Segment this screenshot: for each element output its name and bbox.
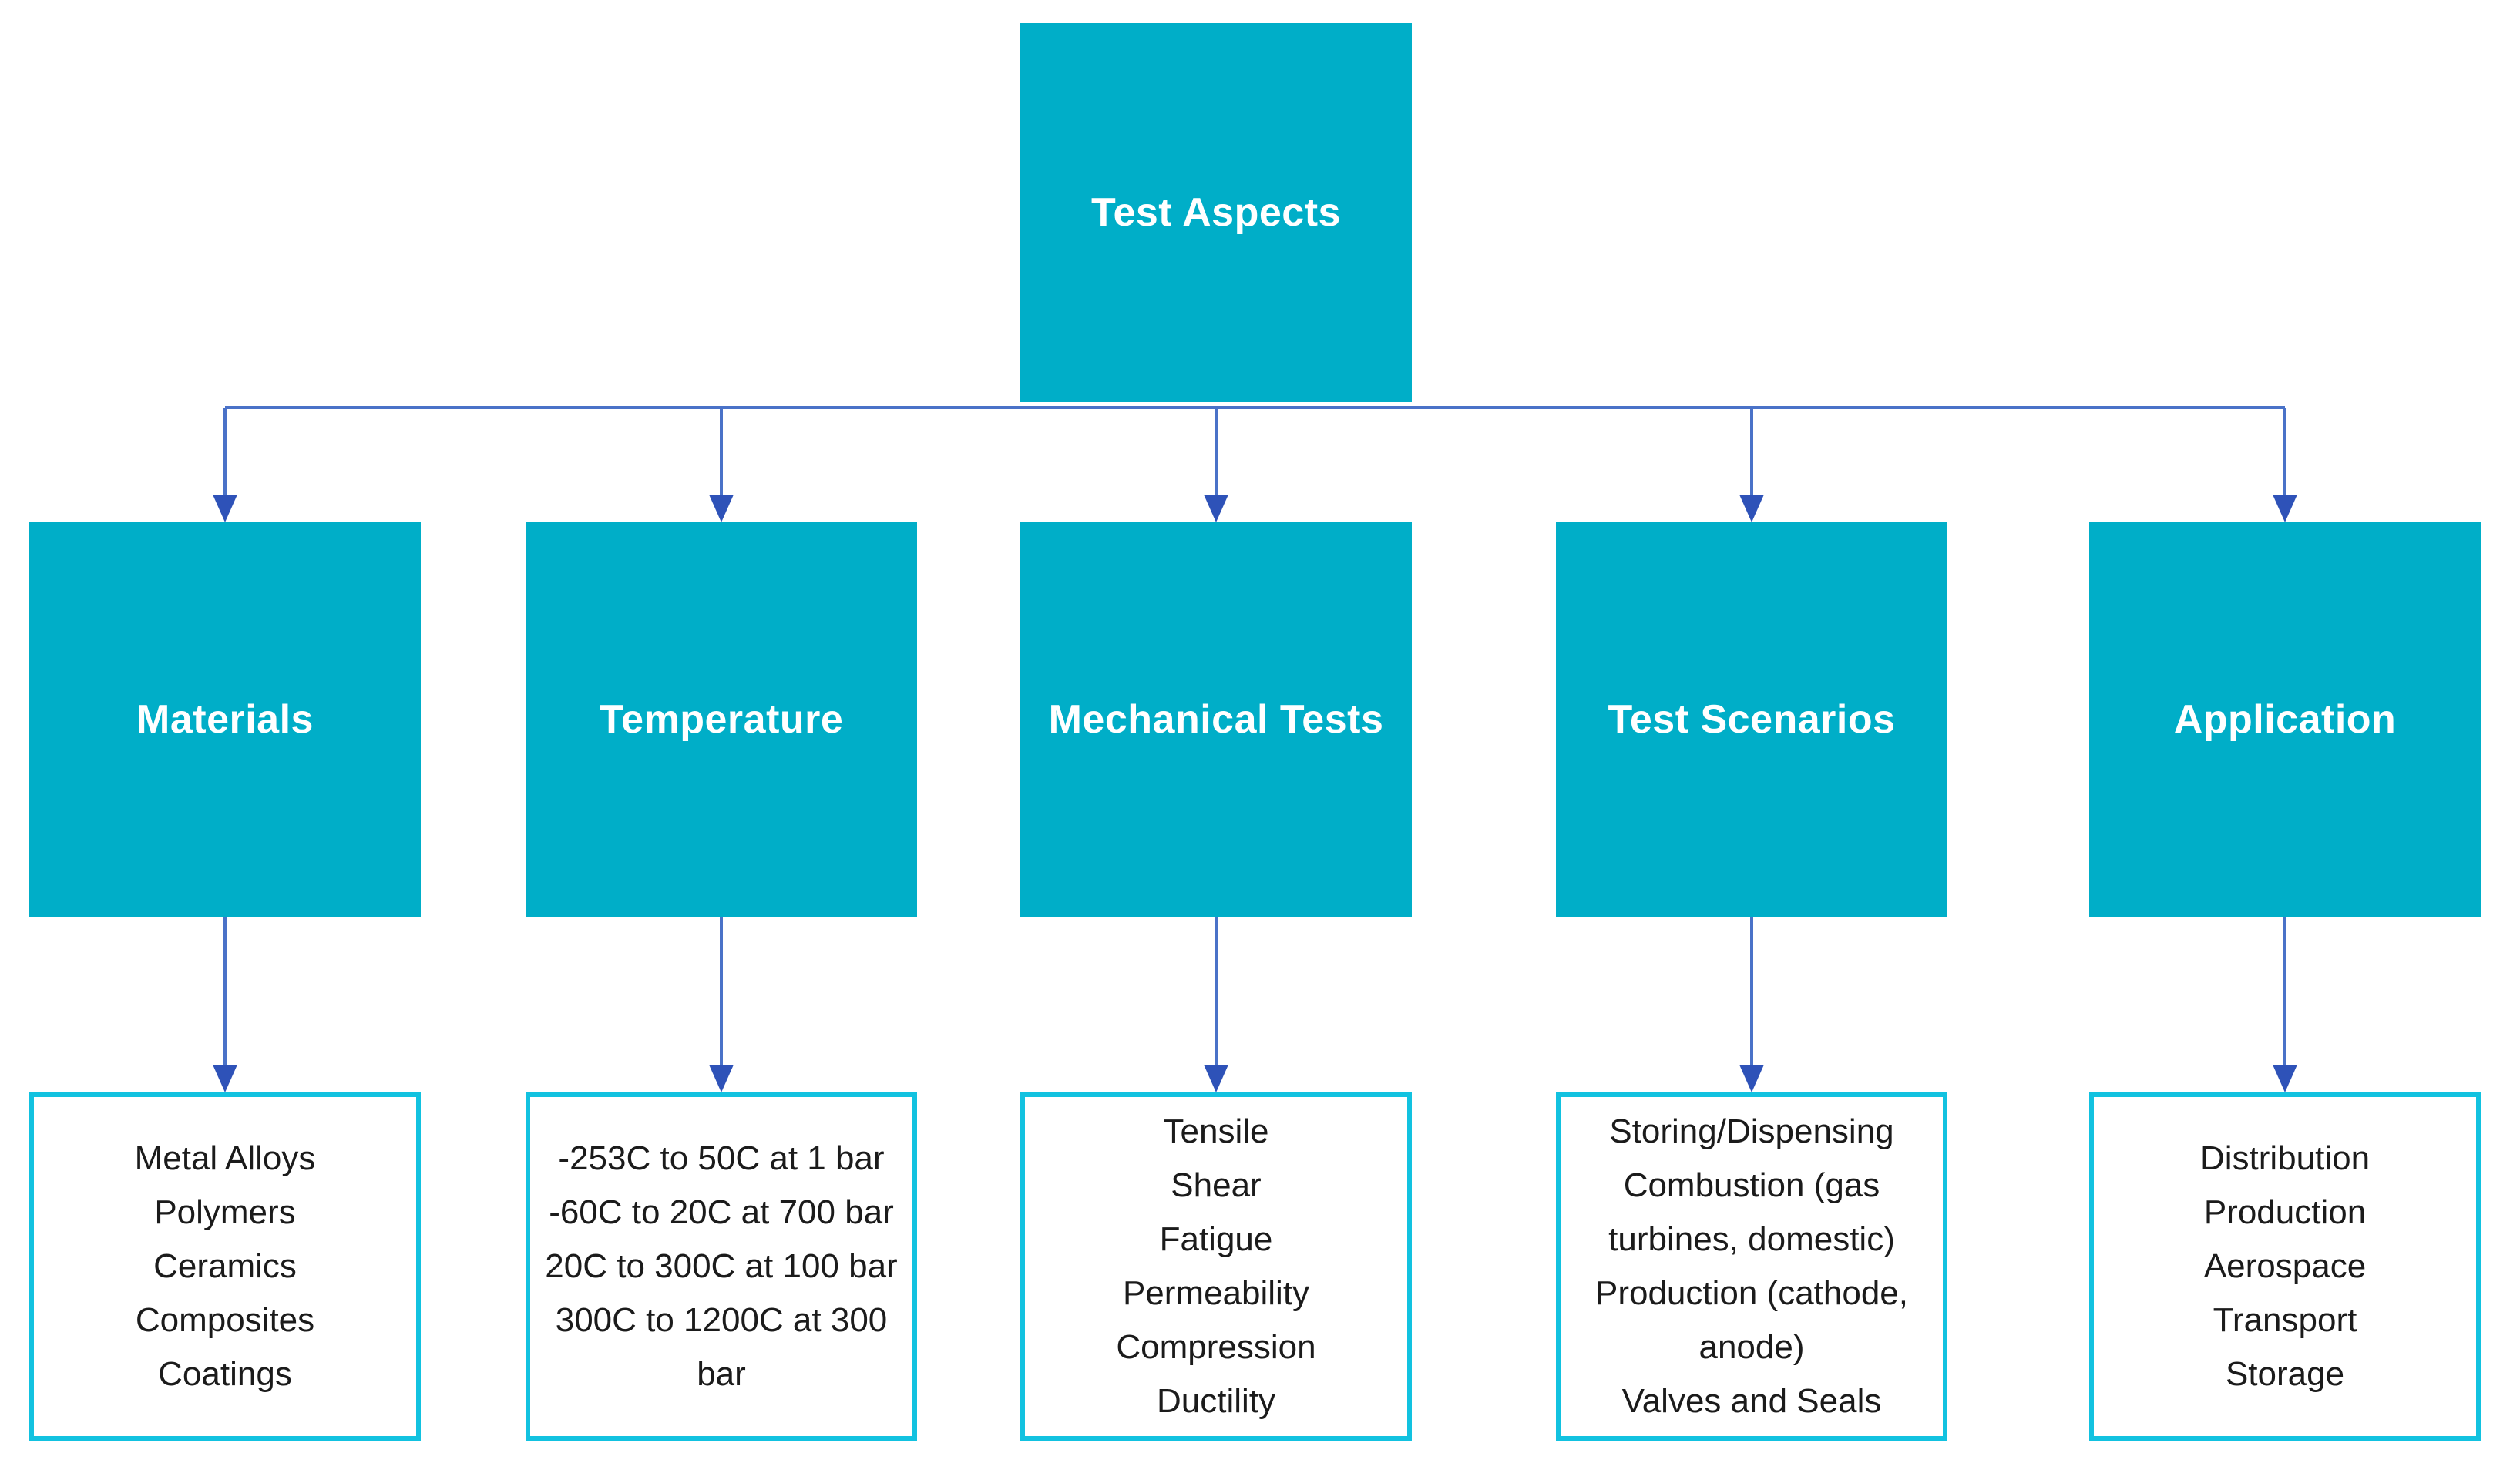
- node-materials: Materials: [29, 522, 421, 917]
- leaf-temperature: -253C to 50C at 1 bar -60C to 20C at 700…: [526, 1092, 917, 1441]
- node-test-scenarios-label: Test Scenarios: [1608, 696, 1896, 742]
- node-temperature-label: Temperature: [599, 696, 844, 742]
- leaf-item: Production (cathode, anode): [1594, 1274, 1909, 1366]
- leaf-application: Distribution Production Aerospace Transp…: [2089, 1092, 2481, 1441]
- node-temperature: Temperature: [526, 522, 917, 917]
- leaf-item: Metal Alloys: [134, 1139, 316, 1177]
- leaf-item: 300C to 1200C at 300 bar: [555, 1301, 888, 1393]
- arrowhead-application: [2273, 495, 2297, 522]
- leaf-item: Tensile: [1163, 1112, 1269, 1150]
- node-application: Application: [2089, 522, 2481, 917]
- leaf-item: -253C to 50C at 1 bar: [558, 1139, 885, 1177]
- arrowhead-leaf-mechanical-tests: [1204, 1065, 1228, 1092]
- arrowhead-test-scenarios: [1739, 495, 1764, 522]
- node-test-aspects-label: Test Aspects: [1091, 190, 1341, 235]
- leaf-item: Production: [2203, 1193, 2367, 1231]
- arrowhead-leaf-application: [2273, 1065, 2297, 1092]
- node-mechanical-tests-label: Mechanical Tests: [1048, 696, 1384, 742]
- node-application-label: Application: [2173, 696, 2397, 742]
- leaf-mechanical-tests: Tensile Shear Fatigue Permeability Compr…: [1020, 1092, 1412, 1441]
- leaf-item: Coatings: [158, 1355, 292, 1393]
- leaf-item: Valves and Seals: [1621, 1382, 1882, 1420]
- leaf-item: -60C to 20C at 700 bar: [549, 1193, 894, 1231]
- leaf-item: Permeability: [1122, 1274, 1310, 1312]
- leaf-item: Shear: [1171, 1166, 1262, 1204]
- leaf-item: Ceramics: [153, 1247, 297, 1285]
- node-test-aspects: Test Aspects: [1020, 23, 1412, 402]
- leaf-item: Fatigue: [1159, 1220, 1273, 1258]
- leaf-item: Storage: [2225, 1355, 2345, 1393]
- arrowhead-mechanical-tests: [1204, 495, 1228, 522]
- leaf-item: Composites: [135, 1301, 315, 1339]
- leaf-item: Distribution: [2199, 1139, 2370, 1177]
- node-test-scenarios: Test Scenarios: [1556, 522, 1947, 917]
- leaf-item: 20C to 300C at 100 bar: [545, 1247, 898, 1285]
- leaf-item: Compression: [1116, 1328, 1316, 1366]
- arrowhead-leaf-materials: [213, 1065, 237, 1092]
- leaf-item: Ductility: [1156, 1382, 1276, 1420]
- leaf-item: Aerospace: [2203, 1247, 2367, 1285]
- arrowhead-materials: [213, 495, 237, 522]
- leaf-item: Storing/Dispensing: [1609, 1112, 1894, 1150]
- leaf-item: Transport: [2213, 1301, 2357, 1339]
- arrowhead-leaf-test-scenarios: [1739, 1065, 1764, 1092]
- node-materials-label: Materials: [136, 696, 314, 742]
- leaf-materials: Metal Alloys Polymers Ceramics Composite…: [29, 1092, 421, 1441]
- leaf-item: Polymers: [154, 1193, 296, 1231]
- arrowhead-temperature: [709, 495, 734, 522]
- node-mechanical-tests: Mechanical Tests: [1020, 522, 1412, 917]
- leaf-item: Combustion (gas turbines, domestic): [1608, 1166, 1895, 1258]
- leaf-test-scenarios: Storing/Dispensing Combustion (gas turbi…: [1556, 1092, 1947, 1441]
- arrowhead-leaf-temperature: [709, 1065, 734, 1092]
